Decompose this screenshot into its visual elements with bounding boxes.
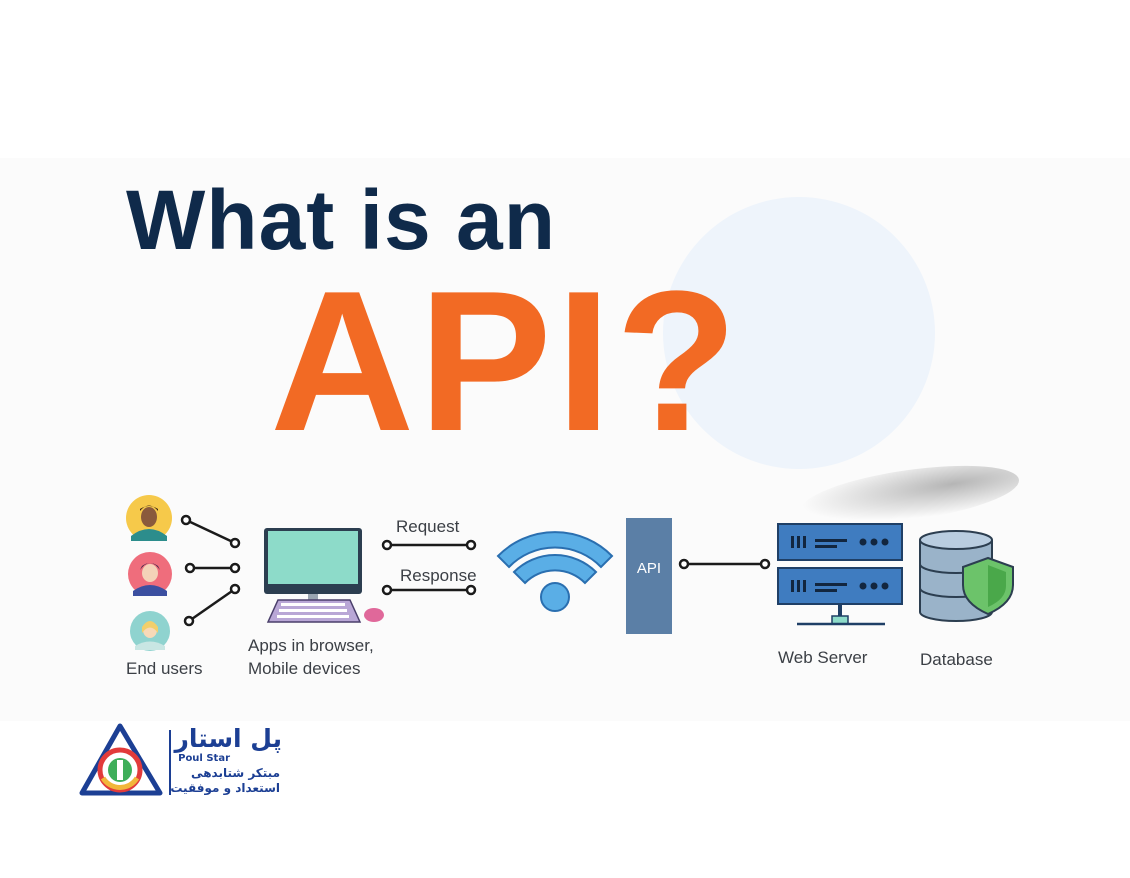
- database-label: Database: [920, 650, 993, 669]
- user-avatar-2-icon: [128, 552, 172, 596]
- web-server-label: Web Server: [778, 648, 868, 667]
- user-avatar-3-icon: [130, 611, 170, 651]
- poul-star-logo-icon: [79, 723, 163, 796]
- background-circle: [663, 197, 935, 469]
- logo-name-fa: پل استار: [174, 724, 282, 753]
- apps-label-line-1: Apps in browser,: [248, 636, 374, 655]
- api-gateway-bar: [626, 518, 672, 634]
- request-label: Request: [396, 517, 460, 536]
- database-icon: [919, 530, 1014, 622]
- title-line-2: API?: [270, 250, 742, 473]
- logo-tagline-2: استعداد و موفقیت: [170, 781, 280, 795]
- logo-name-en: Poul Star: [178, 753, 230, 764]
- api-server-connector: [678, 558, 771, 570]
- end-users-label: End users: [126, 659, 203, 678]
- user-avatar-1-icon: [126, 495, 172, 541]
- response-label: Response: [400, 566, 477, 585]
- computer-icon: [264, 528, 384, 623]
- wifi-icon: [496, 531, 614, 612]
- logo-tagline-1: مبتکر شتابدهی: [191, 766, 280, 780]
- content-panel: [0, 158, 1130, 721]
- user-connectors: [180, 514, 241, 627]
- title-line-1: What is an: [126, 173, 557, 267]
- web-server-icon: [777, 523, 903, 626]
- api-label: API: [636, 560, 662, 577]
- request-response-connectors: [381, 539, 477, 596]
- apps-label-line-2: Mobile devices: [248, 659, 361, 678]
